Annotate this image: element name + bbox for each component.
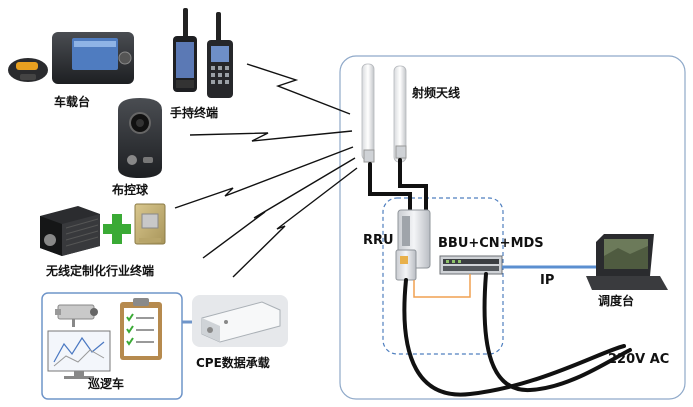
- lightning-icon: [246, 63, 351, 115]
- cpe-icon: [192, 295, 288, 347]
- bbu-rack-icon: [439, 255, 503, 275]
- vehicle-radio-icon: [8, 32, 134, 84]
- lightning-icon: [174, 63, 358, 278]
- lightning-icon: [189, 130, 353, 142]
- patrol-car-label: 巡逻车: [88, 377, 125, 391]
- handheld-phone-icon: [173, 8, 197, 92]
- antenna-cable: [368, 158, 428, 212]
- clipboard-icon: [120, 298, 162, 360]
- rru-icon: [395, 209, 431, 281]
- lightning-icon: [202, 157, 356, 259]
- fiber-link: [413, 274, 471, 298]
- rf-antenna-label: 射频天线: [412, 86, 461, 100]
- rru-label: RRU: [363, 233, 394, 248]
- cctv-camera-icon: [55, 304, 98, 327]
- vehicle-radio-label: 车载台: [54, 95, 91, 109]
- patrol-car-box: [41, 292, 183, 400]
- cpe-label: CPE数据承载: [196, 356, 270, 370]
- dome-camera-icon: [118, 98, 162, 178]
- dome-camera-label: 布控球: [112, 183, 149, 197]
- base-station-frame: [339, 55, 686, 400]
- antenna-icon: [361, 63, 407, 163]
- monitor-icon: [47, 330, 111, 379]
- dispatch-label: 调度台: [598, 294, 635, 308]
- industrial-module-icon: [40, 206, 100, 256]
- lightning-icon: [174, 146, 354, 209]
- wireless-terminal-label: 无线定制化行业终端: [46, 264, 155, 278]
- power-cable: [402, 272, 632, 397]
- handheld-terminal-label: 手持终端: [170, 106, 219, 120]
- module-card-icon: [134, 203, 166, 245]
- core-dashed-box: [382, 197, 504, 355]
- plus-icon: [103, 214, 131, 244]
- power-label: 220V AC: [608, 352, 670, 367]
- lightning-icon: [232, 167, 358, 278]
- laptop-icon: [586, 234, 668, 290]
- core-label: BBU+CN+MDS: [438, 236, 544, 251]
- handheld-radio-icon: [207, 12, 233, 98]
- ip-label: IP: [540, 273, 555, 288]
